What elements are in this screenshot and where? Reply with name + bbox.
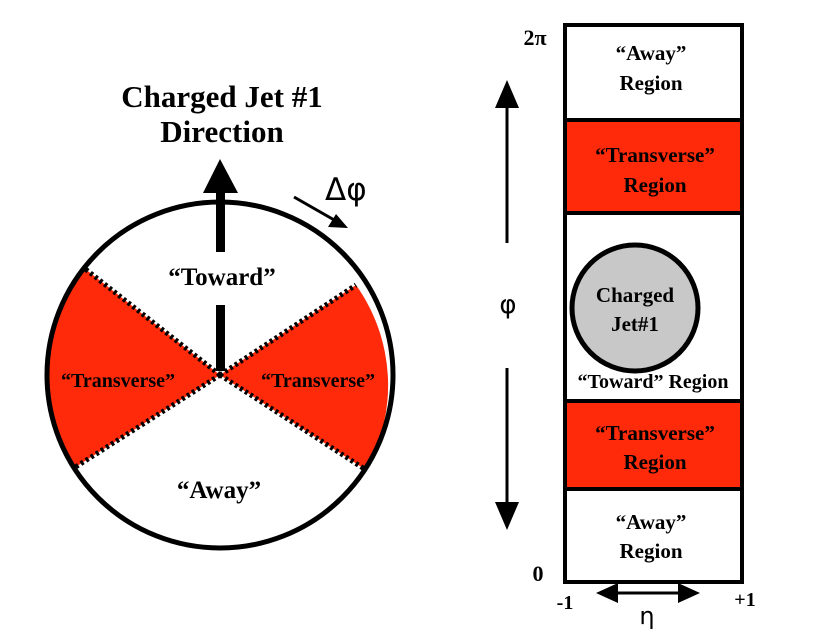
eta-axis-label: η — [639, 602, 654, 630]
away-top-line1: “Away” — [616, 41, 687, 65]
phi-max-label: 2π — [523, 25, 546, 50]
toward-region-label: “Toward” Region — [578, 371, 729, 393]
title-line2: Direction — [160, 114, 283, 149]
strip-region-transverse-bottom — [565, 401, 742, 489]
title-line1: Charged Jet #1 — [121, 79, 322, 114]
transverse-wedge-right — [220, 285, 389, 470]
transverse-wedge-left — [46, 268, 220, 468]
transverse-right-label: “Transverse” — [261, 370, 375, 392]
eta-max-label: +1 — [734, 589, 755, 611]
delta-phi-arrow-head — [328, 214, 348, 228]
strip-border — [563, 23, 744, 584]
jet-circle — [569, 242, 701, 374]
eta-axis-left-arrowhead — [596, 583, 618, 603]
jet-label-line1: Charged — [596, 283, 674, 307]
phi-axis-up-arrowhead — [495, 80, 519, 108]
strip-region-away-bottom — [565, 489, 742, 582]
away-top-line2: Region — [620, 71, 683, 95]
phi-min-label: 0 — [533, 561, 544, 586]
jet-label-line2: Jet#1 — [611, 312, 659, 336]
transverse-top-line2: Region — [624, 173, 687, 197]
circle-diagram: Charged Jet #1 Direction Δφ “Toward” “Aw… — [44, 79, 396, 551]
transverse-bottom-line2: Region — [624, 450, 687, 474]
away-label: “Away” — [177, 477, 261, 504]
eta-axis-right-arrowhead — [678, 583, 700, 603]
wedge-boundaries — [72, 266, 368, 473]
delta-phi-label: Δφ — [325, 172, 367, 208]
jet-arrow-head — [203, 159, 238, 193]
transverse-top-line1: “Transverse” — [595, 143, 715, 167]
strip-dividers — [565, 118, 742, 491]
away-bottom-line1: “Away” — [616, 510, 687, 534]
delta-phi-arrow-line — [293, 195, 337, 223]
phi-axis-label: φ — [499, 290, 516, 320]
phi-axis-down-arrowhead — [495, 502, 519, 530]
toward-label: “Toward” — [168, 264, 275, 291]
jet-arrow-shaft-lower — [216, 305, 225, 371]
eta-min-label: -1 — [557, 592, 574, 614]
transverse-bottom-line1: “Transverse” — [595, 421, 715, 445]
strip-region-transverse-top — [565, 120, 742, 213]
jet-arrow-shaft-upper — [216, 190, 225, 252]
transverse-left-label: “Transverse” — [61, 370, 175, 392]
eta-phi-strip: Charged Jet#1 “Away” Region “Transverse”… — [495, 23, 756, 630]
away-bottom-line2: Region — [620, 539, 683, 563]
strip-region-away-top — [565, 25, 742, 120]
